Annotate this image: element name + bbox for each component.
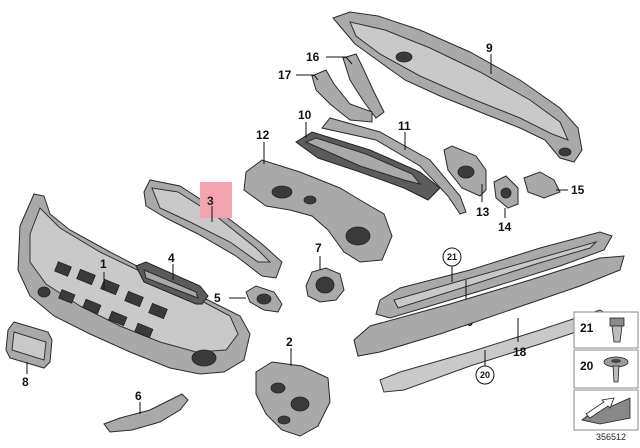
part-8-plate-holder[interactable] (5, 321, 53, 369)
label-17: 17 (278, 68, 292, 82)
part-12-carrier[interactable] (243, 159, 393, 263)
label-9: 9 (486, 41, 493, 55)
part-9-rear-bumper[interactable] (332, 11, 583, 163)
clip-21-icon (609, 317, 625, 343)
label-2: 2 (286, 335, 293, 349)
part-13-cover[interactable] (443, 145, 487, 197)
label-12: 12 (256, 128, 270, 142)
part-11-trim-strip[interactable] (321, 117, 467, 215)
legend-20: 20 (580, 359, 594, 373)
label-14: 14 (498, 220, 512, 234)
label-10: 10 (298, 108, 312, 122)
label-7: 7 (315, 241, 322, 255)
part-14-cover[interactable] (493, 175, 519, 209)
label-16: 16 (306, 50, 320, 64)
label-4: 4 (168, 251, 175, 265)
part-10-grille[interactable] (295, 131, 441, 201)
wedge-arrow-icon (581, 397, 631, 425)
highlight-3 (200, 182, 232, 218)
diagram-id: 356512 (596, 432, 626, 442)
part-15-bracket[interactable] (523, 171, 561, 199)
callout-21 (442, 247, 462, 267)
label-5: 5 (214, 291, 221, 305)
part-4-grille-insert[interactable] (135, 261, 209, 305)
part-1-front-bumper[interactable] (17, 193, 251, 375)
label-1: 1 (100, 257, 107, 271)
part-6-lip-strip[interactable] (103, 393, 189, 433)
label-13: 13 (476, 205, 490, 219)
part-7-round-cover[interactable] (305, 267, 345, 303)
part-3-trim-strip[interactable] (143, 179, 283, 279)
label-18: 18 (513, 345, 527, 359)
callout-20-text: 20 (480, 370, 490, 380)
legend-panel: 21 20 (573, 311, 639, 431)
label-15: 15 (571, 183, 585, 197)
label-3: 3 (207, 194, 214, 208)
part-19-side-sill[interactable] (375, 231, 613, 319)
label-11: 11 (398, 119, 411, 133)
part-16-bracket[interactable] (342, 53, 385, 119)
callout-20 (475, 365, 495, 385)
legend-21: 21 (580, 321, 594, 335)
callout-21-text: 21 (447, 252, 457, 262)
screw-20-icon (603, 356, 629, 383)
part-5-cover[interactable] (245, 285, 283, 313)
part-2-bracket[interactable] (255, 361, 331, 437)
part-17-bracket[interactable] (311, 69, 373, 123)
label-6: 6 (135, 389, 142, 403)
label-8: 8 (22, 375, 29, 389)
